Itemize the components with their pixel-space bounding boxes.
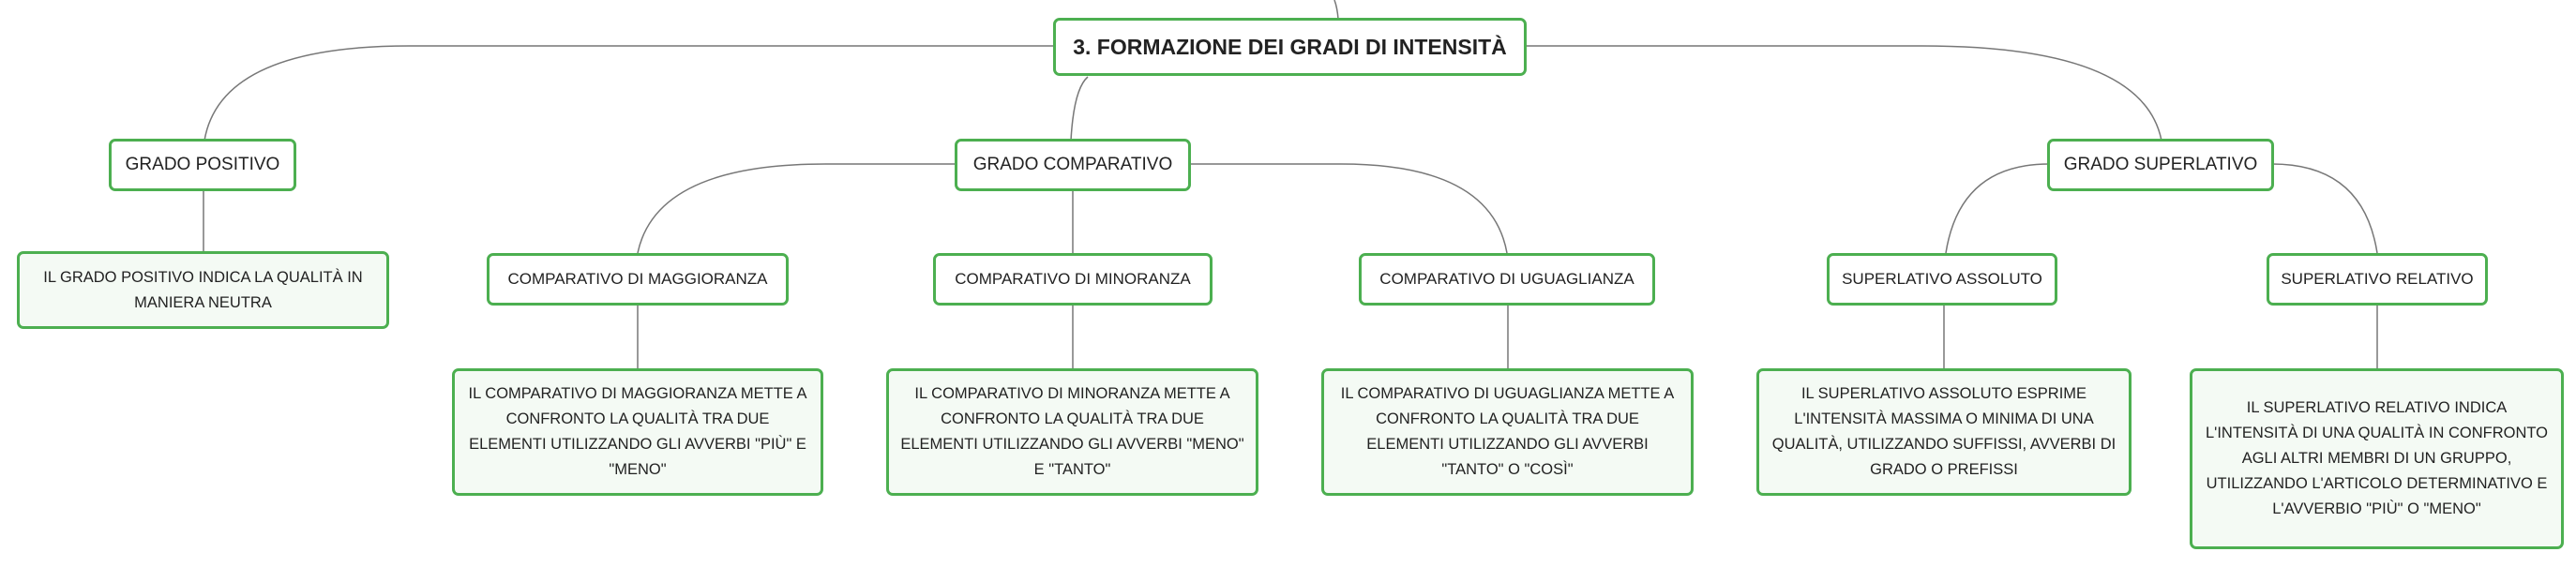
topic-grado-positivo[interactable]: GRADO POSITIVO	[109, 139, 296, 191]
topic-grado-comparativo[interactable]: GRADO COMPARATIVO	[955, 139, 1191, 191]
connector-root-comparativo	[1070, 76, 1089, 142]
topic-comparativo-minoranza[interactable]: COMPARATIVO DI MINORANZA	[933, 253, 1213, 306]
topic-grado-superlativo[interactable]: GRADO SUPERLATIVO	[2047, 139, 2274, 191]
description-comparativo-maggioranza[interactable]: IL COMPARATIVO DI MAGGIORANZA METTE A CO…	[452, 368, 823, 496]
topic-comparativo-maggioranza[interactable]: COMPARATIVO DI MAGGIORANZA	[487, 253, 789, 306]
connector-root-top	[1333, 0, 1339, 20]
connector-root-superlativo	[1526, 45, 2162, 142]
connector-comp-maggioranza	[637, 163, 957, 254]
topic-comparativo-uguaglianza[interactable]: COMPARATIVO DI UGUAGLIANZA	[1359, 253, 1655, 306]
description-comparativo-uguaglianza[interactable]: IL COMPARATIVO DI UGUAGLIANZA METTE A CO…	[1321, 368, 1694, 496]
topic-superlativo-assoluto[interactable]: SUPERLATIVO ASSOLUTO	[1827, 253, 2057, 306]
root-topic[interactable]: 3. FORMAZIONE DEI GRADI DI INTENSITÀ	[1053, 18, 1527, 76]
description-comparativo-minoranza[interactable]: IL COMPARATIVO DI MINORANZA METTE A CONF…	[886, 368, 1258, 496]
description-superlativo-relativo[interactable]: IL SUPERLATIVO RELATIVO INDICA L'INTENSI…	[2190, 368, 2564, 549]
description-grado-positivo[interactable]: IL GRADO POSITIVO INDICA LA QUALITÀ IN M…	[17, 251, 389, 329]
connector-root-positivo	[203, 45, 1053, 142]
description-superlativo-assoluto[interactable]: IL SUPERLATIVO ASSOLUTO ESPRIME L'INTENS…	[1756, 368, 2132, 496]
topic-superlativo-relativo[interactable]: SUPERLATIVO RELATIVO	[2267, 253, 2488, 306]
connector-comp-uguaglianza	[1189, 163, 1508, 254]
connector-sup-assoluto	[1945, 163, 2050, 254]
connector-sup-relativo	[2271, 163, 2378, 254]
